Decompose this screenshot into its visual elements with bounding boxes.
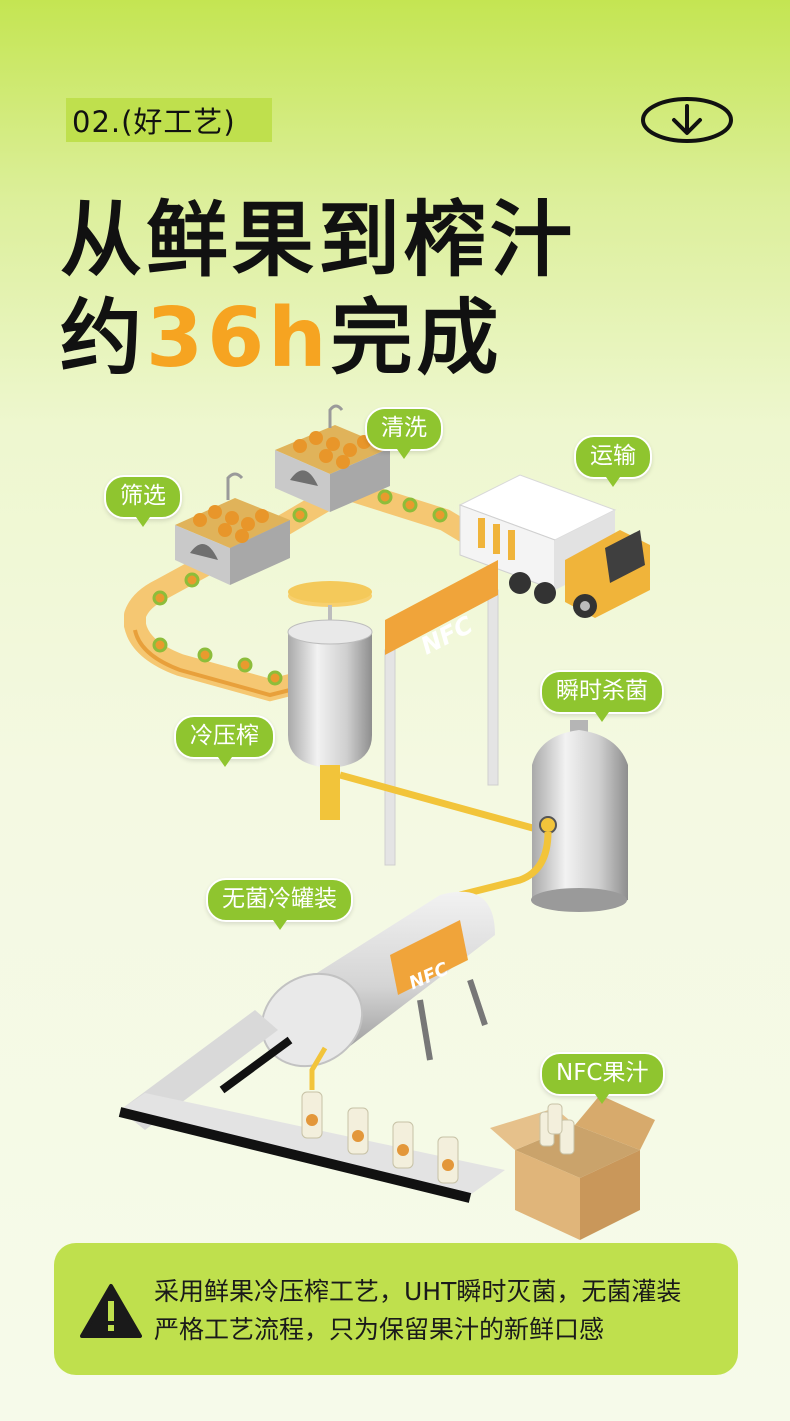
- section-label: 02.(好工艺): [72, 105, 236, 139]
- note-line-2: 严格工艺流程，只为保留果汁的新鲜口感: [154, 1315, 605, 1344]
- sterilizer-tank: [531, 720, 628, 912]
- tag-flash-sterilize: 瞬时杀菌: [540, 670, 664, 722]
- sorting-machine: [175, 472, 290, 585]
- headline-highlight: 36h: [146, 291, 331, 386]
- warning-icon: [80, 1284, 142, 1338]
- nfc-sign-gate: NFC: [384, 560, 499, 866]
- tag-product: NFC果汁: [540, 1052, 665, 1104]
- tag-cold-press: 冷压榨: [174, 715, 275, 767]
- info-note: 采用鲜果冷压榨工艺，UHT瞬时灭菌，无菌灌装 严格工艺流程，只为保留果汁的新鲜口…: [54, 1243, 738, 1375]
- process-illustration: NFC NFC: [118, 404, 655, 1240]
- headline-line-1: 从鲜果到榨汁: [60, 193, 577, 288]
- arrow-down-icon[interactable]: [640, 96, 734, 144]
- tag-sort: 筛选: [104, 475, 182, 527]
- cold-press-tank: [287, 581, 373, 820]
- tag-wash: 清洗: [365, 407, 443, 459]
- note-text: 采用鲜果冷压榨工艺，UHT瞬时灭菌，无菌灌装 严格工艺流程，只为保留果汁的新鲜口…: [154, 1273, 681, 1349]
- tag-aseptic-fill: 无菌冷罐装: [206, 878, 353, 930]
- section-badge: 02.(好工艺): [66, 98, 272, 142]
- note-line-1: 采用鲜果冷压榨工艺，UHT瞬时灭菌，无菌灌装: [154, 1277, 682, 1306]
- delivery-truck: [458, 474, 650, 618]
- product-box: [490, 1095, 655, 1240]
- headline-suffix: 完成: [330, 291, 503, 386]
- headline-line-2: 约36h完成: [60, 298, 503, 380]
- washing-machine: [275, 404, 390, 512]
- tag-transport: 运输: [574, 435, 652, 487]
- headline-prefix: 约: [60, 291, 147, 386]
- bottling-conveyor: [118, 1010, 505, 1203]
